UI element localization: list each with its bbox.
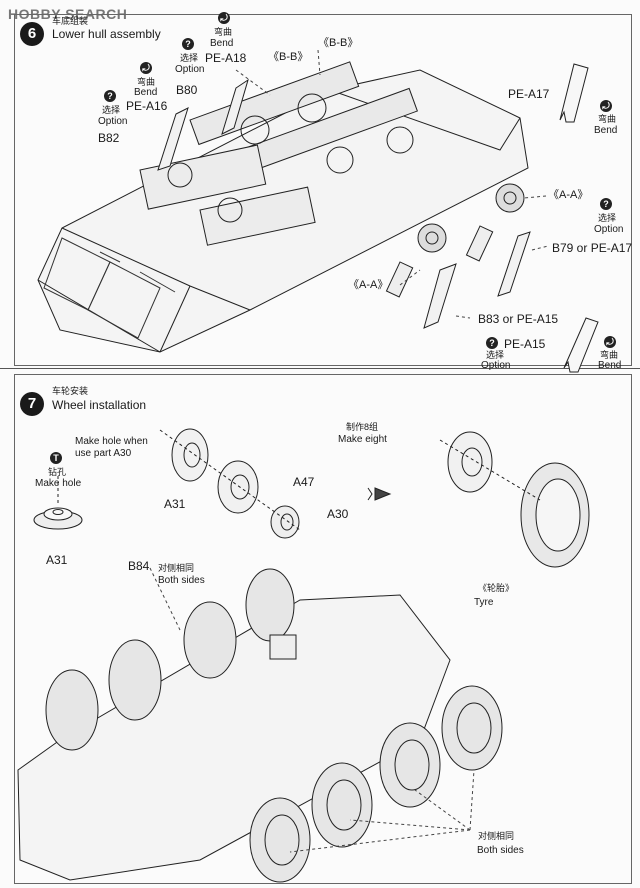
option-icon: ?	[486, 337, 498, 349]
make-hole-label: Make hole	[35, 478, 82, 489]
section-label-a-a-1: 《A-A》	[548, 189, 589, 201]
part-a30: A30	[327, 507, 349, 521]
bend-label-4: Bend	[598, 360, 622, 371]
make-eight-label-cn: 制作8组	[346, 422, 379, 432]
part-pe-a18: PE-A18	[205, 51, 247, 65]
both-sides-label-1: Both sides	[158, 575, 205, 586]
bend-label-cn-4: 弯曲	[600, 350, 619, 360]
bend-label-1: Bend	[210, 38, 234, 49]
bend-icon: ⤾	[604, 336, 616, 348]
step-6-title: Lower hull assembly	[52, 27, 161, 41]
bend-label-cn-3: 弯曲	[598, 114, 617, 124]
option-label-cn-4: 选择	[486, 350, 505, 360]
part-b83-or-pe-a15: B83 or PE-A15	[478, 312, 559, 326]
bend-icon: ⤾	[140, 62, 152, 74]
step-6-title-cn: 车底组装	[52, 16, 89, 26]
bend-icon: ⤾	[218, 12, 230, 24]
option-icon: ?	[104, 90, 116, 102]
part-pe-a16: PE-A16	[126, 99, 168, 113]
section-label-a-a-2: 《A-A》	[348, 279, 389, 291]
both-sides-label-cn-1: 对侧相同	[158, 563, 195, 573]
section-label-b-b-1: 《B-B》	[268, 51, 309, 63]
part-pe-a17: PE-A17	[508, 87, 550, 101]
make-hole-note-line1: Make hole when	[75, 436, 148, 447]
bend-label-cn-2: 弯曲	[137, 77, 156, 87]
step-divider	[0, 368, 640, 369]
step-7-number: 7	[20, 392, 44, 416]
step-6-frame	[14, 14, 632, 366]
option-icon: ?	[182, 38, 194, 50]
bend-label-cn-1: 弯曲	[214, 27, 233, 37]
part-pe-a15: PE-A15	[504, 337, 546, 351]
make-hole-label-cn: 钻孔	[48, 467, 67, 477]
tyre-label: Tyre	[474, 597, 494, 608]
drill-icon: T	[50, 452, 62, 464]
part-b79-or-pe-a17: B79 or PE-A17	[552, 241, 633, 255]
option-label-1: Option	[175, 64, 205, 75]
step-6-number: 6	[20, 22, 44, 46]
part-a31-left: A31	[46, 553, 68, 567]
option-label-4: Option	[481, 360, 511, 371]
part-b84: B84	[128, 559, 150, 573]
both-sides-label-2: Both sides	[477, 845, 524, 856]
make-eight-label: Make eight	[338, 434, 387, 445]
option-label-3: Option	[594, 224, 624, 235]
option-label-cn-2: 选择	[102, 105, 121, 115]
step-7-title: Wheel installation	[52, 398, 147, 412]
tyre-label-cn: 《轮胎》	[478, 583, 515, 593]
make-hole-note-line2: use part A30	[75, 448, 132, 459]
bend-label-3: Bend	[594, 125, 618, 136]
option-icon: ?	[600, 198, 612, 210]
part-b80: B80	[176, 83, 198, 97]
bend-label-2: Bend	[134, 87, 158, 98]
both-sides-label-cn-2: 对侧相同	[478, 831, 515, 841]
step-7-title-cn: 车轮安装	[52, 386, 89, 396]
part-a47: A47	[293, 475, 315, 489]
option-label-cn-1: 选择	[180, 53, 199, 63]
step-7-frame	[14, 374, 632, 884]
part-b82: B82	[98, 131, 120, 145]
option-label-2: Option	[98, 116, 128, 127]
option-label-cn-3: 选择	[598, 213, 617, 223]
bend-icon: ⤾	[600, 100, 612, 112]
part-a31-wheel: A31	[164, 497, 186, 511]
section-label-b-b-2: 《B-B》	[318, 37, 359, 49]
